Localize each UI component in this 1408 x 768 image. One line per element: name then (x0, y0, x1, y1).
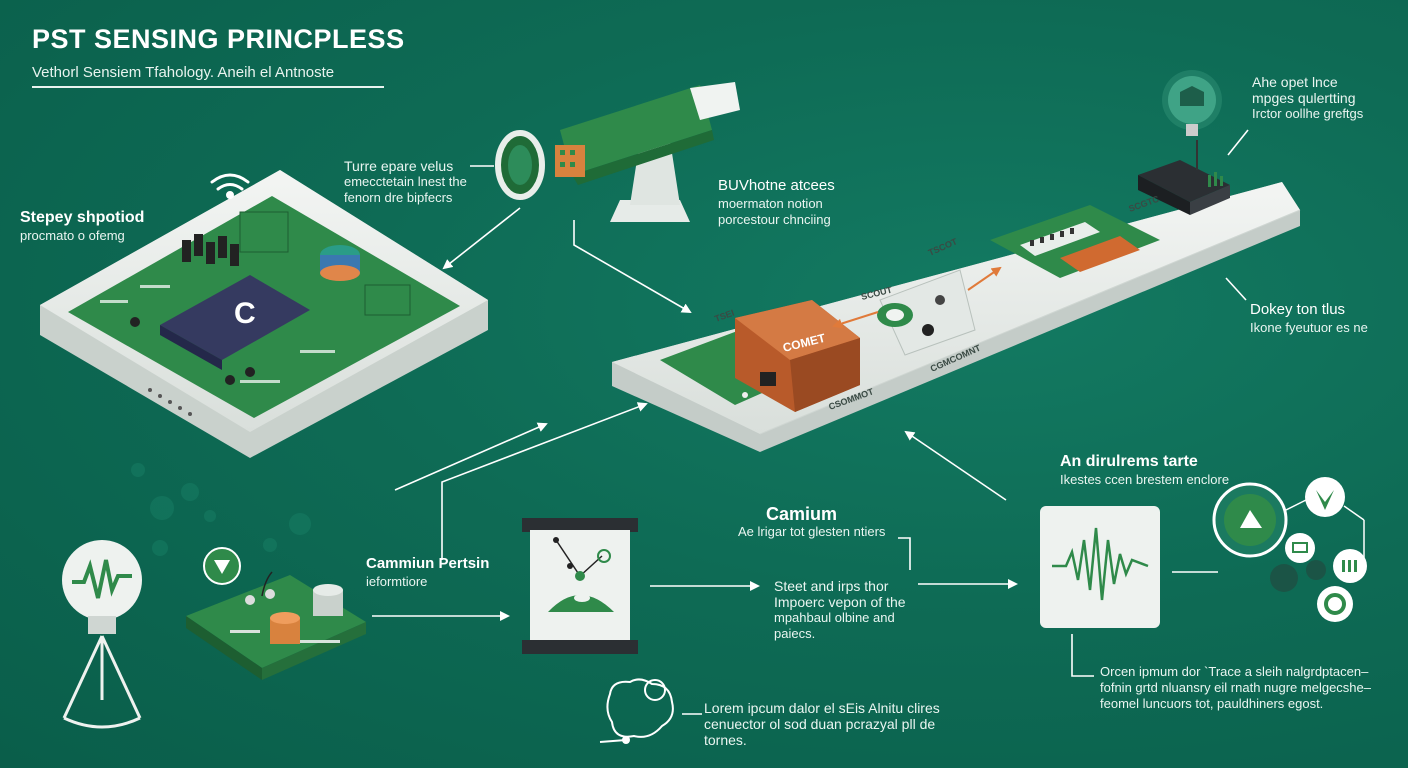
label-camium: Camium Ae lrigar tot glesten ntiers (738, 504, 885, 540)
steet-line2: Impoerc vepon of the (774, 594, 906, 610)
orcen-line2: fofnin grtd nluansry eil rnath nugre mel… (1100, 680, 1371, 695)
turre-line1: Turre epare velus (344, 158, 454, 174)
telescope-sensor (495, 82, 740, 222)
andir-heading: An dirulrems tarte (1060, 453, 1198, 470)
buv-line3: porcestour chnciing (718, 212, 831, 227)
lightbulb-icon (1162, 70, 1222, 136)
cammiun-body: ieformtiore (366, 574, 428, 589)
board-chip-letter: C (234, 297, 256, 330)
dokey-body: Ikone fyeutuor es ne (1250, 320, 1368, 335)
steet-line4: paiecs. (774, 626, 816, 641)
orcen-line3: feomel luncuors tot, pauldhiners egost. (1100, 696, 1324, 711)
buv-heading: BUVhotne atcees (718, 177, 835, 194)
turre-line3: fenorn dre bipfecrs (344, 190, 453, 205)
camium-body: Ae lrigar tot glesten ntiers (738, 524, 886, 539)
lorem-line2: cenuector ol sod duan pcrazyal pll de (704, 716, 936, 732)
page-subtitle: Vethorl Sensiem Tfahology. Aneih el Antn… (32, 64, 335, 81)
bulb-tripod (62, 540, 142, 729)
tscot-text: TSCOT (927, 236, 959, 258)
chip-left-text: TSEI (713, 308, 735, 324)
label-andir: An dirulrems tarte Ikestes ccen brestem … (1060, 452, 1229, 488)
lorem-line1: Lorem ipcum dalor el sEis Alnitu clires (704, 700, 940, 716)
label-stepey: Stepey shpotiod procmato o ofemg (20, 208, 144, 244)
steet-line3: mpahbaul olbine and (774, 610, 895, 625)
orange-arrows (832, 266, 1002, 329)
icon-cluster (1212, 477, 1367, 622)
stepey-heading: Stepey shpotiod (20, 209, 145, 226)
chip-side-text: SCGTC (1127, 194, 1160, 214)
connector-arrows (372, 129, 1249, 715)
decorative-bubbles (131, 463, 311, 556)
stepey-body: procmato o ofemg (20, 228, 125, 243)
label-steet: Steet and irps thor Impoerc vepon of the… (774, 578, 906, 642)
sensor-device (1138, 140, 1230, 215)
lower-board (186, 547, 366, 680)
label-orcen: Orcen ipmum dor `Trace a sleih nalgrdpta… (1100, 664, 1371, 712)
brain-icon (599, 678, 674, 744)
cammiun-heading: Cammiun Pertsin (366, 555, 490, 572)
chip-board (990, 205, 1160, 278)
turre-line2: emecctetain lnest the (344, 174, 467, 189)
label-turre: Turre epare velus emecctetain lnest the … (344, 158, 467, 206)
label-lorem: Lorem ipcum dalor el sEis Alnitu clires … (704, 700, 940, 748)
scroll-panel (522, 518, 638, 654)
ahe-line3: Irctor oollhe greftgs (1252, 106, 1364, 121)
ahe-line2: mpges qulertting (1252, 90, 1356, 106)
buv-line2: moermaton notion (718, 196, 823, 211)
tablet-platform: C (40, 170, 488, 458)
steet-line1: Steet and irps thor (774, 578, 889, 594)
label-cammiun: Cammiun Pertsin ieformtiore (366, 554, 489, 590)
camium-heading: Camium (766, 504, 838, 524)
dokey-heading: Dokey ton tlus (1250, 301, 1346, 318)
label-ahe: Ahe opet lnce mpges qulertting Irctor oo… (1252, 74, 1363, 122)
waveform-card (1040, 506, 1160, 628)
scout-sensor (877, 269, 976, 356)
comet-module: COMET (660, 300, 860, 412)
wifi-icon (210, 173, 250, 199)
lorem-line3: tornes. (704, 732, 747, 748)
label-buv: BUVhotne atcees moermaton notion porcest… (718, 176, 835, 228)
orcen-line1: Orcen ipmum dor `Trace a sleih nalgrdpta… (1100, 664, 1369, 679)
page-title: PST SENSING PRINCPLESS (32, 24, 405, 54)
andir-body: Ikestes ccen brestem enclore (1060, 472, 1230, 487)
label-dokey: Dokey ton tlus Ikone fyeutuor es ne (1250, 300, 1368, 336)
ahe-line1: Ahe opet lnce (1252, 74, 1338, 90)
title-underline (32, 86, 384, 88)
